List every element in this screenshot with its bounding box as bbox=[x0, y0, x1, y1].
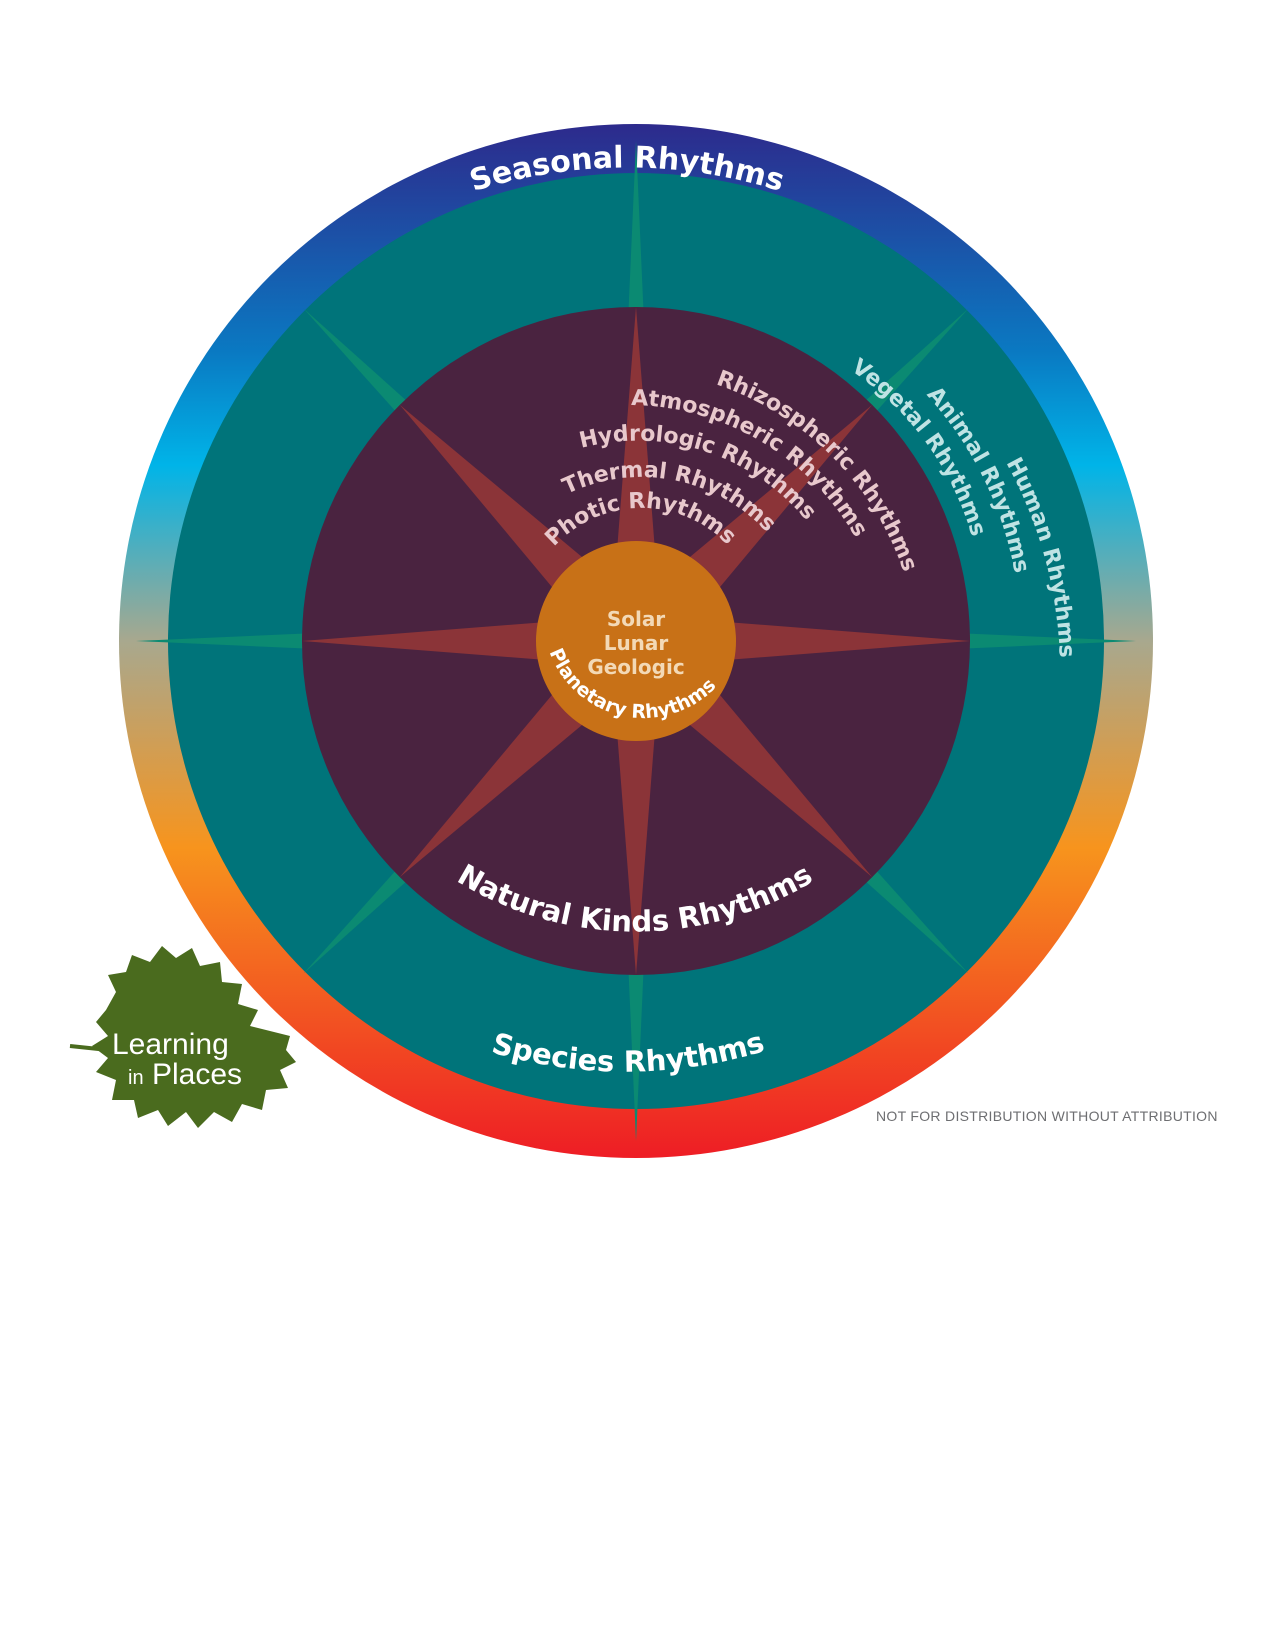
attribution-note: NOT FOR DISTRIBUTION WITHOUT ATTRIBUTION bbox=[876, 1108, 1218, 1124]
core-line-geologic: Geologic bbox=[587, 655, 684, 679]
learning-in-places-logo: Learning in Places bbox=[69, 946, 296, 1128]
leaf-stem bbox=[69, 1044, 109, 1052]
logo-places-text: Places bbox=[152, 1058, 242, 1091]
core-line-solar: Solar bbox=[607, 607, 665, 631]
core-line-lunar: Lunar bbox=[604, 631, 669, 655]
logo-learning-text: Learning bbox=[112, 1028, 229, 1061]
planetary-core bbox=[536, 541, 736, 741]
leaf-icon bbox=[92, 946, 296, 1128]
logo-in-text: in bbox=[128, 1067, 144, 1089]
